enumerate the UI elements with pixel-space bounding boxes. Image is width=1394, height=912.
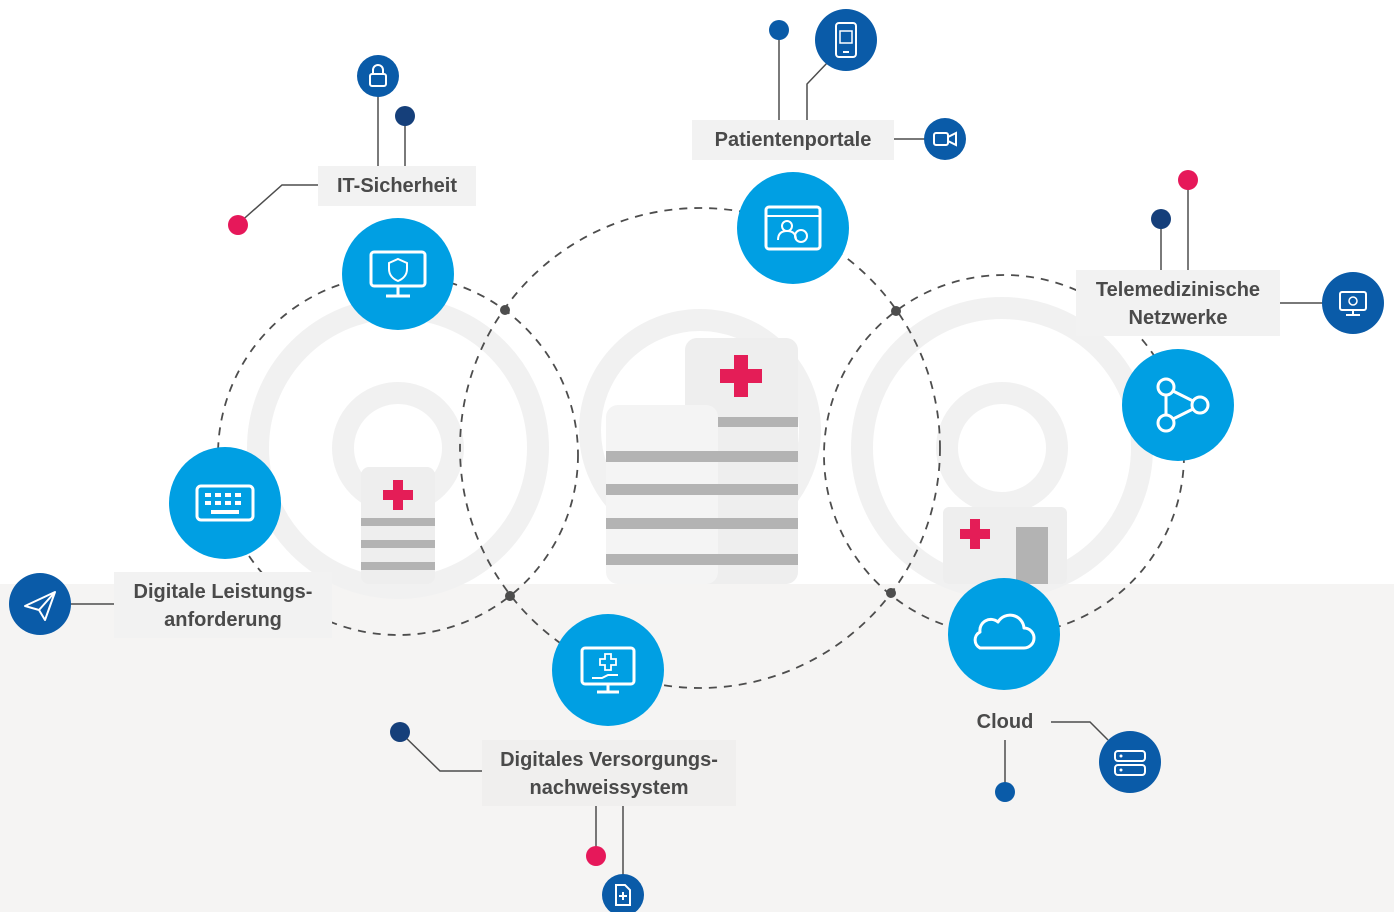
label-it-security: IT-Sicherheit: [318, 166, 476, 206]
label-telemedicine-line1: Telemedizinische: [1095, 279, 1261, 301]
cloud-icon[interactable]: [948, 578, 1060, 690]
label-care-record-line1: Digitales Versorgungs-: [500, 749, 718, 771]
keyboard-icon[interactable]: [169, 447, 281, 559]
label-care-record: Digitales Versorgungs- nachweissystem: [482, 740, 736, 806]
red-cross-icon: [720, 355, 762, 397]
monitor-medical-hand-icon[interactable]: [552, 614, 664, 726]
smartphone-calendar-icon[interactable]: [815, 9, 877, 71]
red-cross-icon: [383, 480, 413, 510]
hospital-small-left: [361, 467, 435, 584]
label-telemedicine-line2: Netzwerke: [1128, 307, 1228, 329]
monitor-shield-icon[interactable]: [342, 218, 454, 330]
document-medical-icon[interactable]: [602, 874, 644, 912]
label-patient-portals: Patientenportale: [692, 120, 894, 160]
label-service-request-line1: Digitale Leistungs-: [133, 581, 313, 603]
monitor-gear-icon[interactable]: [1322, 272, 1384, 334]
video-camera-icon[interactable]: [924, 118, 966, 160]
decor-dots: [228, 20, 1198, 866]
clinic-right: [943, 507, 1067, 584]
red-cross-icon: [960, 519, 990, 549]
label-telemedicine: Telemedizinische Netzwerke: [1076, 270, 1280, 336]
label-care-record-line2: nachweissystem: [529, 777, 689, 799]
orbit-center: [459, 207, 941, 689]
server-icon[interactable]: [1099, 731, 1161, 793]
hospital-main: [606, 338, 798, 584]
orbit-intersections: [500, 305, 901, 601]
paper-plane-icon[interactable]: [9, 573, 71, 635]
lock-icon[interactable]: [357, 55, 399, 97]
browser-users-icon[interactable]: [737, 172, 849, 284]
share-network-icon[interactable]: [1122, 349, 1234, 461]
label-service-request: Digitale Leistungs- anforderung: [114, 572, 332, 638]
label-cloud: Cloud: [976, 711, 1034, 733]
label-service-request-line2: anforderung: [164, 609, 282, 631]
